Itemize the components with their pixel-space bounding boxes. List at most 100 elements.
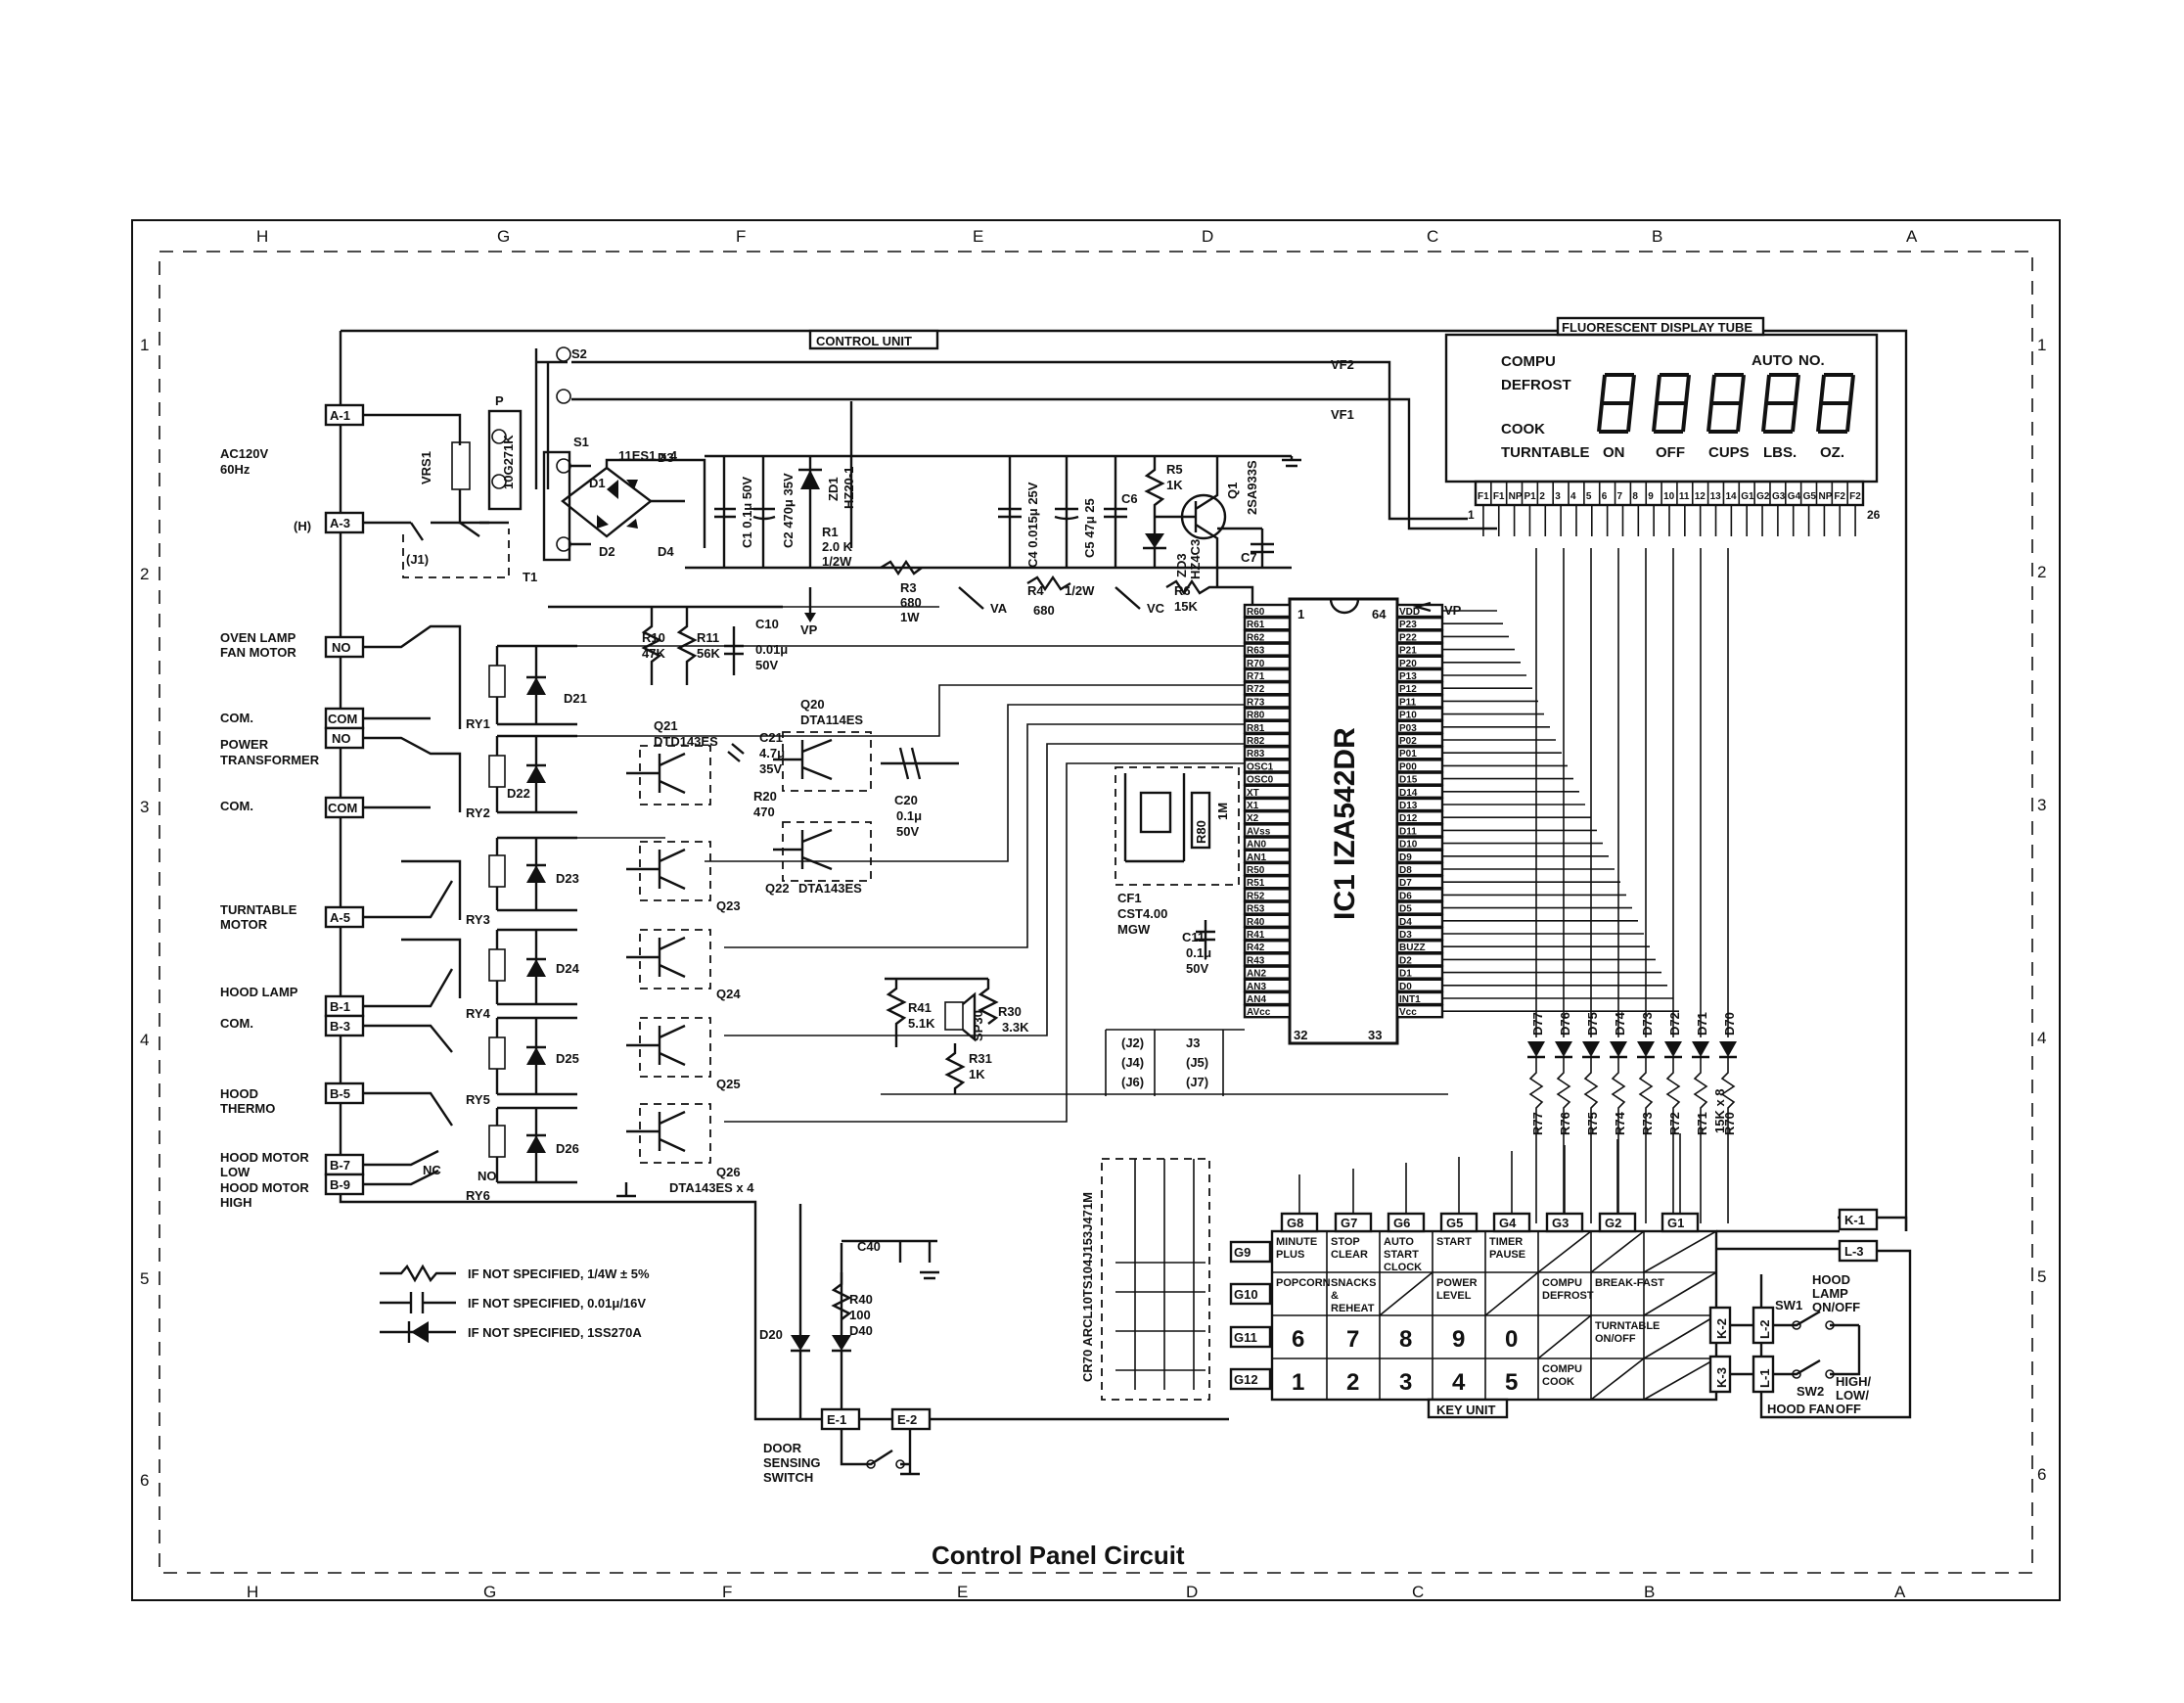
vrs1-value: 10G271K [501, 435, 516, 489]
grid-bot-A: A [1894, 1583, 1906, 1601]
display-lbs: LBS. [1763, 444, 1797, 461]
key-break-fast[interactable]: BREAK-FAST [1595, 1277, 1664, 1289]
key-9[interactable]: 9 [1452, 1326, 1465, 1353]
key-compu-defrost[interactable]: COMPU [1542, 1277, 1582, 1289]
key-stop-clear[interactable]: CLEAR [1331, 1249, 1368, 1261]
key-7[interactable]: 7 [1346, 1326, 1359, 1353]
door-label-2: SENSING [763, 1455, 821, 1470]
sheet-frame [131, 219, 2061, 1601]
d21-label: D21 [564, 691, 587, 706]
ladder-label-r72: R72 [1667, 1112, 1682, 1135]
d20-label: D20 [759, 1327, 783, 1342]
key-stop-clear[interactable]: STOP [1331, 1236, 1360, 1248]
key-4[interactable]: 4 [1452, 1369, 1466, 1396]
conn-no-1: NO [332, 640, 351, 655]
ic-left-pin-R50: R50 [1247, 865, 1265, 876]
key-snacks-reheat[interactable]: SNACKS [1331, 1277, 1376, 1289]
diagram-title: Control Panel Circuit [932, 1541, 1185, 1570]
hood-lamp-label: HOOD LAMP [220, 985, 298, 999]
key-timer-pause[interactable]: PAUSE [1489, 1249, 1525, 1261]
d24-label: D24 [556, 961, 580, 976]
key-col-label-G1: G1 [1667, 1216, 1684, 1230]
key-col-label-G6: G6 [1393, 1216, 1410, 1230]
key-start[interactable]: START [1436, 1236, 1472, 1248]
ic-right-pin-P22: P22 [1399, 632, 1417, 643]
conn-b3: B-3 [330, 1019, 350, 1034]
conn-b9: B-9 [330, 1177, 350, 1192]
fan-motor-label: FAN MOTOR [220, 645, 296, 660]
power-label: POWER [220, 737, 269, 752]
vp-label-2: VP [1444, 603, 1462, 618]
key-minute-plus[interactable]: MINUTE [1276, 1236, 1317, 1248]
ic-right-pin-P00: P00 [1399, 761, 1417, 772]
no-label: NO [478, 1169, 497, 1183]
j6-label: (J6) [1121, 1075, 1144, 1089]
zd1-value: HZ20-1 [842, 467, 856, 509]
key-6[interactable]: 6 [1292, 1326, 1304, 1353]
grid-bot-H: H [247, 1583, 258, 1601]
zd3-value: HZ4C3 [1188, 539, 1203, 579]
key-row-label-G12: G12 [1234, 1372, 1258, 1387]
ry6-label: RY6 [466, 1188, 490, 1203]
grid-right-5: 5 [2037, 1267, 2046, 1286]
ic-left-pin-R70: R70 [1247, 659, 1265, 669]
ic1-pin33: 33 [1368, 1028, 1382, 1042]
display-digit-segments [1597, 373, 1855, 434]
legend-diode: IF NOT SPECIFIED, 1SS270A [468, 1325, 642, 1340]
key-col-label-G4: G4 [1499, 1216, 1517, 1230]
ic1-left-pins: R60R61R62R63R70R71R72R73R80R81R82R83OSC1… [1243, 603, 1292, 1019]
key-5[interactable]: 5 [1505, 1369, 1518, 1396]
key-snacks-reheat[interactable]: & [1331, 1290, 1339, 1302]
ic1-name: IC1 IZA542DR [1329, 727, 1361, 920]
d23-label: D23 [556, 871, 579, 886]
key-compu-defrost[interactable]: DEFROST [1542, 1290, 1594, 1302]
ic-left-pin-OSC0: OSC0 [1247, 775, 1274, 786]
legend-capacitor: IF NOT SPECIFIED, 0.01μ/16V [468, 1296, 646, 1311]
hood-motor-high-2: HIGH [220, 1195, 252, 1210]
key-2[interactable]: 2 [1346, 1369, 1359, 1396]
key-3[interactable]: 3 [1399, 1369, 1412, 1396]
ic-left-pin-box [1243, 836, 1292, 851]
display-pin-10: 7 [1617, 491, 1623, 502]
key-auto-start-clock[interactable]: START [1384, 1249, 1419, 1261]
ic-right-pin-D12: D12 [1399, 813, 1418, 824]
r40-value: 100 [849, 1308, 871, 1322]
display-pin-23: NP [1818, 491, 1832, 502]
r20-label: R20 [753, 789, 777, 804]
key-turntable-on-off[interactable]: ON/OFF [1595, 1333, 1636, 1345]
r4-value: 680 [1033, 603, 1055, 618]
ic-left-pin-R41: R41 [1247, 930, 1265, 941]
key-snacks-reheat[interactable]: REHEAT [1331, 1303, 1375, 1314]
key-auto-start-clock[interactable]: CLOCK [1384, 1262, 1422, 1273]
transformer-label: TRANSFORMER [220, 753, 320, 767]
key-compu-cook[interactable]: COMPU [1542, 1363, 1582, 1375]
key-power-level[interactable]: POWER [1436, 1277, 1478, 1289]
ladder-resistor [1611, 1057, 1626, 1223]
r3-watt: 1W [900, 610, 920, 624]
ic-right-pin-P03: P03 [1399, 723, 1417, 734]
r5-label: R5 [1166, 462, 1183, 477]
ic-left-pin-box [1243, 978, 1292, 992]
key-1[interactable]: 1 [1292, 1369, 1304, 1396]
key-unused-cell [1379, 1271, 1433, 1316]
key-0[interactable]: 0 [1505, 1326, 1518, 1353]
key-compu-cook[interactable]: COOK [1542, 1376, 1574, 1388]
key-col-label-G5: G5 [1446, 1216, 1463, 1230]
key-minute-plus[interactable]: PLUS [1276, 1249, 1304, 1261]
ic1-pin64: 64 [1372, 607, 1387, 621]
key-power-level[interactable]: LEVEL [1436, 1290, 1472, 1302]
ladder-label-r76: R76 [1558, 1112, 1572, 1135]
r31-value: 1K [969, 1067, 985, 1082]
key-8[interactable]: 8 [1399, 1326, 1412, 1353]
key-popcorn[interactable]: POPCORN [1276, 1277, 1331, 1289]
r6-label: R6 [1174, 583, 1191, 598]
key-timer-pause[interactable]: TIMER [1489, 1236, 1523, 1248]
ic-left-pin-box [1243, 926, 1292, 942]
fluorescent-display-tube: FLUORESCENT DISPLAY TUBE COMPU DEFROST C… [1444, 316, 1881, 536]
key-row-label-G11: G11 [1234, 1330, 1257, 1345]
key-turntable-on-off[interactable]: TURNTABLE [1595, 1320, 1660, 1332]
conn-k3: K-3 [1714, 1367, 1729, 1388]
display-pin-2: F1 [1493, 491, 1505, 502]
key-auto-start-clock[interactable]: AUTO [1384, 1236, 1414, 1248]
